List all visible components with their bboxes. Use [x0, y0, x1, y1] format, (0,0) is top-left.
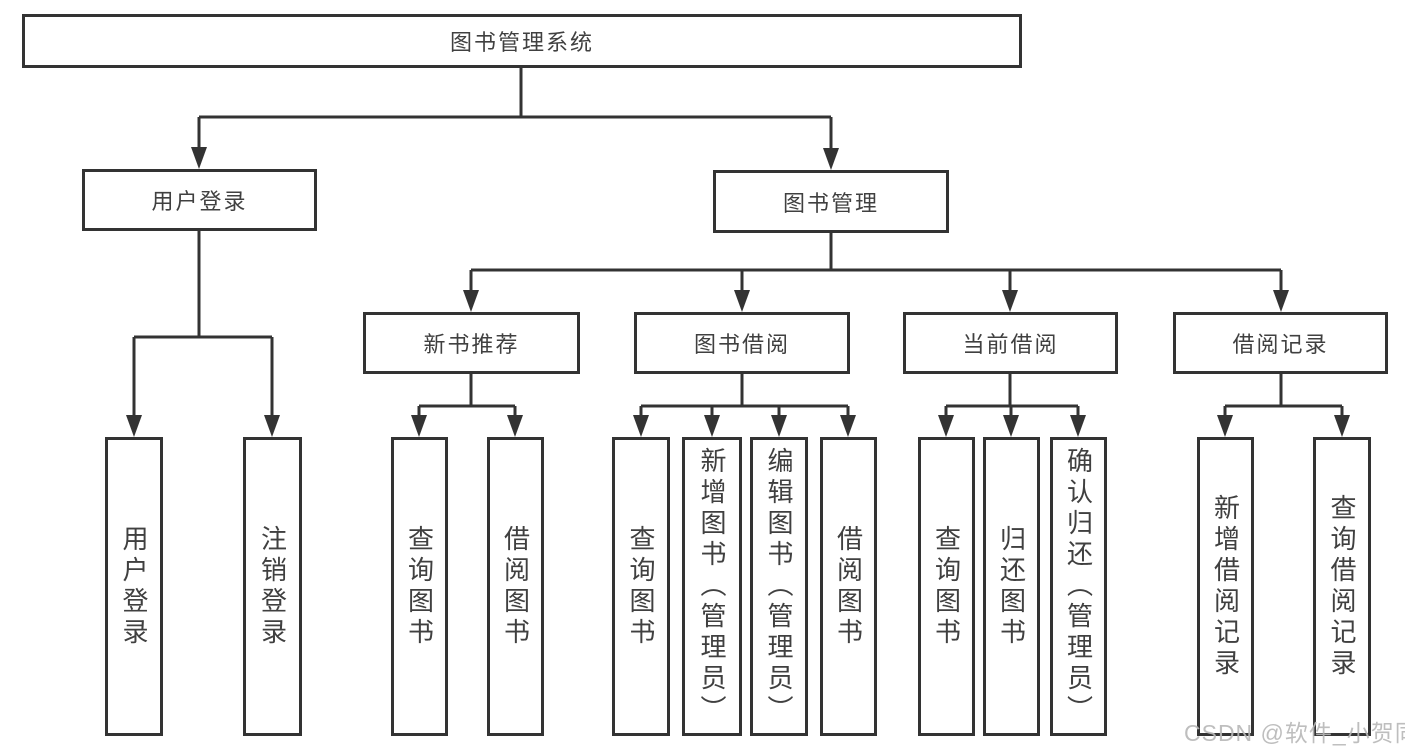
leaf-query-borrow-record: 查询借阅记录	[1313, 437, 1371, 736]
node-user-login: 用户登录	[82, 169, 317, 231]
leaf-add-books-admin: 新增图书（管理员）	[682, 437, 742, 736]
node-new-book-recommend: 新书推荐	[363, 312, 580, 374]
csdn-watermark: CSDN @软件_小贺同学	[1184, 720, 1405, 746]
leaf-borrow-books-recommend: 借阅图书	[487, 437, 544, 736]
node-library-management-system: 图书管理系统	[22, 14, 1022, 68]
node-book-management: 图书管理	[713, 170, 949, 233]
leaf-query-books-recommend: 查询图书	[391, 437, 448, 736]
leaf-user-login: 用户登录	[105, 437, 163, 736]
leaf-query-books-borrow: 查询图书	[612, 437, 670, 736]
node-borrow-records: 借阅记录	[1173, 312, 1388, 374]
leaf-borrow-books: 借阅图书	[820, 437, 877, 736]
node-current-borrow: 当前借阅	[903, 312, 1118, 374]
leaf-confirm-return-admin: 确认归还（管理员）	[1050, 437, 1107, 736]
leaf-return-books: 归还图书	[983, 437, 1040, 736]
leaf-query-books-current: 查询图书	[918, 437, 975, 736]
leaf-add-borrow-record: 新增借阅记录	[1197, 437, 1254, 736]
leaf-edit-books-admin: 编辑图书（管理员）	[750, 437, 808, 736]
leaf-logout: 注销登录	[243, 437, 302, 736]
node-book-borrow: 图书借阅	[634, 312, 850, 374]
